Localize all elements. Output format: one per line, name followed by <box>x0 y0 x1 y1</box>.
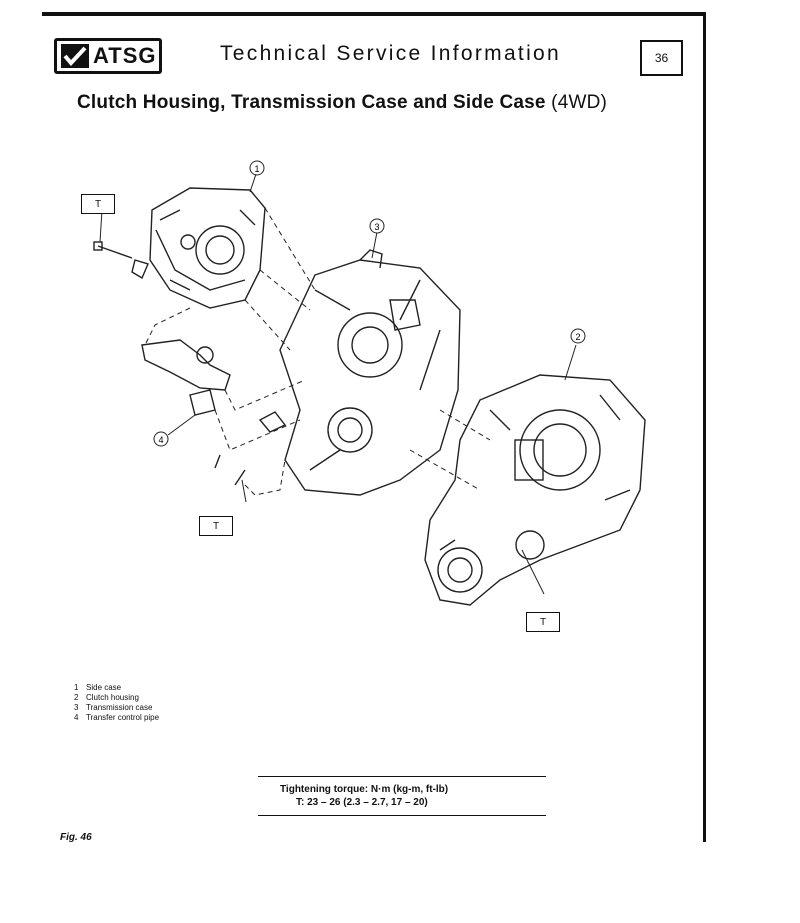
document-title-suffix: (4WD) <box>551 92 608 113</box>
checkmark-logo-icon <box>61 44 89 68</box>
document-title: Clutch Housing, Transmission Case and Si… <box>77 92 607 114</box>
legend-label: Transmission case <box>86 703 153 712</box>
clutch-housing-part <box>424 374 646 606</box>
transfer-control-pipe-part <box>141 339 231 416</box>
callout-2: 2 <box>570 328 586 344</box>
legend-number: 4 <box>74 713 79 722</box>
callout-4: 4 <box>153 431 169 447</box>
side-case-part <box>149 187 266 309</box>
transmission-case-part <box>279 249 461 496</box>
callout-3: 3 <box>369 218 385 234</box>
callout-3-label: 3 <box>374 222 379 232</box>
page-number: 36 <box>640 40 683 76</box>
callout-2-label: 2 <box>575 332 580 342</box>
torque-tag-side-case: T <box>81 194 115 214</box>
callout-1: 1 <box>249 160 265 176</box>
torque-tag-transmission-case: T <box>199 516 233 536</box>
legend-item: 2 Clutch housing <box>74 693 159 703</box>
torque-heading: Tightening torque: N·m (kg-m, ft-lb) <box>280 784 449 795</box>
torque-value: T: 23 – 26 (2.3 – 2.7, 17 – 20) <box>296 797 428 808</box>
legend-number: 2 <box>74 693 79 702</box>
top-border-rule <box>42 12 706 16</box>
logo-text: ATSG <box>93 43 157 68</box>
torque-spec-table: Tightening torque: N·m (kg-m, ft-lb) T: … <box>258 776 546 816</box>
legend-number: 3 <box>74 703 79 712</box>
document-title-main: Clutch Housing, Transmission Case and Si… <box>77 92 546 113</box>
torque-tag-clutch-housing: T <box>526 612 560 632</box>
legend-item: 3 Transmission case <box>74 703 159 713</box>
legend-number: 1 <box>74 683 79 692</box>
callout-1-label: 1 <box>254 164 259 174</box>
parts-legend: 1 Side case 2 Clutch housing 3 Transmiss… <box>74 683 159 723</box>
atsg-logo: ATSG <box>54 38 162 74</box>
figure-label: Fig. 46 <box>60 832 92 843</box>
bolt-part <box>93 241 149 280</box>
legend-label: Side case <box>86 683 122 692</box>
legend-item: 1 Side case <box>74 683 159 693</box>
callout-4-label: 4 <box>158 435 163 445</box>
legend-label: Clutch housing <box>86 693 139 702</box>
legend-item: 4 Transfer control pipe <box>74 713 159 723</box>
header-title: Technical Service Information <box>220 42 561 65</box>
exploded-view-diagram: 1 3 2 4 <box>93 160 646 606</box>
legend-label: Transfer control pipe <box>86 713 160 722</box>
right-border-rule <box>703 12 706 842</box>
